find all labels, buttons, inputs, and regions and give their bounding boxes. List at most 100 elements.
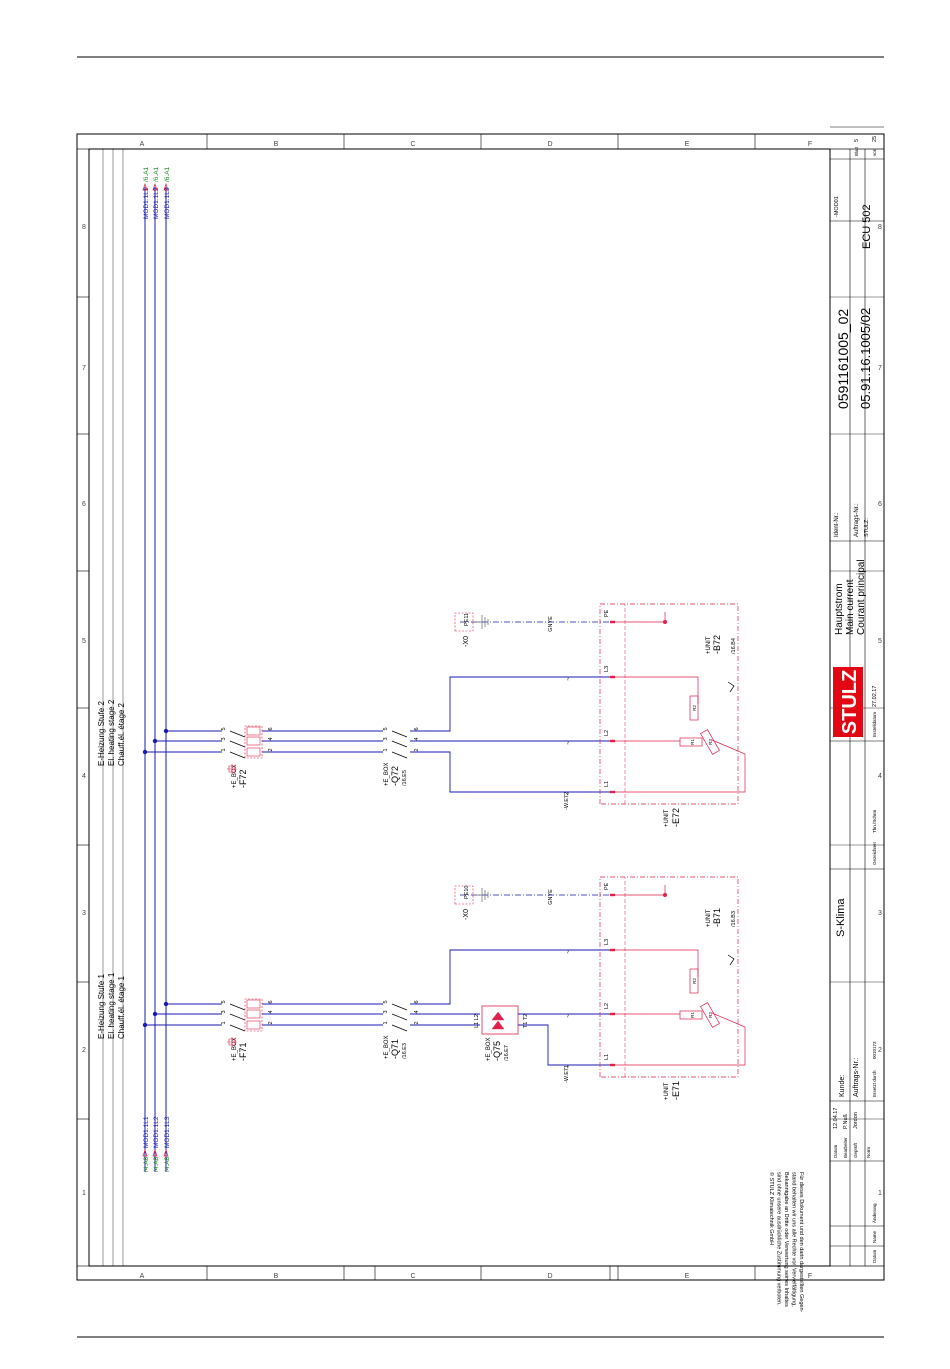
stage2-fuse-pin-bot: 2: [268, 748, 274, 751]
grid-col-left-6: 6: [82, 501, 86, 508]
stage1-junction: [152, 1011, 158, 1017]
stage1-thermo-box: +UNIT: [706, 909, 712, 927]
stage1-fuse-element: [246, 1020, 261, 1030]
stage1-relay-ref: /16.E7: [504, 1045, 510, 1061]
arrow-icon: [163, 1148, 169, 1157]
tb-gez-label: Gezeichnet: [872, 841, 877, 865]
stage2-heater-r1-label: R1: [690, 739, 695, 745]
grid-col-left-8: 8: [82, 224, 86, 231]
tb-erstellt: 27.02.17: [872, 686, 878, 707]
stage2-ground-pin: PE11: [464, 613, 470, 626]
tb-stulz-label: STULZ:: [864, 518, 870, 537]
arrow-icon: [163, 182, 169, 191]
stage2-fuse-contact: [229, 751, 246, 759]
stage1-wire: [410, 949, 610, 1005]
stage1-terminal-L3: L3: [604, 939, 610, 945]
stage1-cont-contact: [391, 1003, 408, 1011]
grid-row-bottom-A: A: [140, 1273, 145, 1280]
stage2-heater-box: +UNIT: [664, 809, 670, 827]
tb-blatt: 5: [854, 139, 860, 142]
arrow-icon: [152, 1148, 158, 1157]
stage2-heater-name: -E72: [671, 808, 681, 827]
stage2-terminal-L3: L3: [604, 666, 610, 672]
tb-datum: 12.04.17: [833, 1108, 839, 1129]
grid-col-left-1: 1: [82, 1190, 86, 1197]
arrow-icon: [142, 182, 148, 191]
grid-col-right-3: 3: [878, 910, 882, 917]
stage1-cont-name: -Q71: [390, 1039, 400, 1059]
stage2-fuse-pin-bot: 6: [268, 727, 274, 730]
stage1-cont-pin-top: 3: [383, 1010, 389, 1013]
stage2-cont-contact: [391, 740, 408, 748]
stage1-heater-name: -E71: [671, 1081, 681, 1100]
stage1-fuse-pin-bot: 6: [268, 1000, 274, 1003]
stage1-cont-pin-top: 1: [383, 1021, 389, 1024]
tb-ecu: ECU 502: [861, 204, 873, 249]
stage2-heater-r2: [689, 695, 699, 721]
stage1-wire-tag: -W.E71: [564, 1065, 570, 1083]
bus-right-label: MOD1:1L2: [153, 187, 160, 219]
grid-col-left-7: 7: [82, 365, 86, 372]
stage2-heater-r2-label: R2: [692, 705, 697, 711]
bus-right-ref: /6.A1: [164, 166, 171, 182]
stage2-junction: [152, 738, 158, 744]
grid-row-bottom-B: B: [274, 1273, 279, 1280]
grid-col-right-1: 1: [878, 1190, 882, 1197]
stage2-wire-tag: -W.E72: [564, 792, 570, 810]
stage2-heater-wire: [615, 739, 746, 793]
thyristor-icon: [491, 1011, 505, 1030]
stage2-wire: [410, 676, 610, 732]
stage2-fuse-element: [246, 736, 261, 746]
stage1-heater-r1-label: R1: [690, 1012, 695, 1018]
stage2-title-1: El. heating stage 2: [107, 699, 116, 766]
stage2-cont-pin-top: 5: [383, 727, 389, 730]
grid-col-right-2: 2: [878, 1047, 882, 1054]
stage1-wire-mark: ~: [566, 950, 572, 954]
stage1-junction: [142, 1022, 148, 1028]
tb-norm-label: Norm: [866, 1147, 871, 1158]
stage2-junction: [142, 749, 148, 755]
grid-row-top-E: E: [685, 141, 690, 148]
stage2-cont-pin-bot: 4: [414, 737, 420, 740]
grid-row-top-A: A: [140, 141, 145, 148]
stage2-thermo-wire: [615, 612, 666, 623]
stage1-fuse-pin-top: 1: [221, 1021, 227, 1024]
tb-rev-datum: Datum: [872, 1249, 877, 1263]
stage2-cont-pin-bot: 6: [414, 727, 420, 730]
stage2-title-0: E-Heizung Stufe 2: [97, 701, 106, 766]
stage2-heater-r3-label: R3: [708, 739, 713, 745]
stage2-fuse-box-label: +E_BOX: [232, 764, 238, 788]
stage1-heater-r3: [700, 1002, 720, 1028]
stage2-thermo-name: -B72: [712, 635, 722, 654]
bus-right-ref: /6.A1: [143, 166, 150, 182]
stage2-cont-pin-top: 3: [383, 737, 389, 740]
main-bus: /4.A8MOD1:1L1MOD1:1L1/6.A1/4.A8MOD1:1L2M…: [102, 149, 171, 1266]
stage1-relay-box: [481, 1005, 519, 1035]
tb-rev-name: Name: [872, 1230, 877, 1243]
grid-row-top-B: B: [274, 141, 279, 148]
stage1-cont-pin-bot: 2: [414, 1021, 420, 1024]
stage2-fuse-contact: [229, 740, 246, 748]
tb-auftr: 05.91.16.1005/02: [858, 308, 873, 409]
bus-left-label: MOD1:1L3: [164, 1116, 171, 1148]
stage1-terminal-L1: L1: [604, 1054, 610, 1060]
tb-datum-label: Datum: [833, 1144, 838, 1158]
stage2-cont-pin-top: 1: [383, 748, 389, 751]
stage1-heater-r2: [689, 968, 699, 994]
stage2-fuse-contact: [229, 730, 246, 738]
stage1-fuse-element: [246, 1009, 261, 1019]
stage1-terminal-L2: L2: [604, 1003, 610, 1009]
stage2-unit-box: [599, 603, 739, 805]
grid-col-left-5: 5: [82, 638, 86, 645]
stage2-heater-r3: [700, 729, 720, 755]
stage1-heater-wire: [615, 949, 699, 977]
tb-von-label: von: [872, 148, 877, 156]
tb-ersetzt-label: Ersetzt durch: [872, 1070, 877, 1097]
bus-left-label: MOD1:1L2: [153, 1116, 160, 1148]
stage2-ground-terminal: [454, 612, 474, 632]
stage1-fuse-pin-top: 3: [221, 1010, 227, 1013]
grid-col-right-7: 7: [878, 365, 882, 372]
grid-row-bottom-C: C: [410, 1273, 415, 1280]
